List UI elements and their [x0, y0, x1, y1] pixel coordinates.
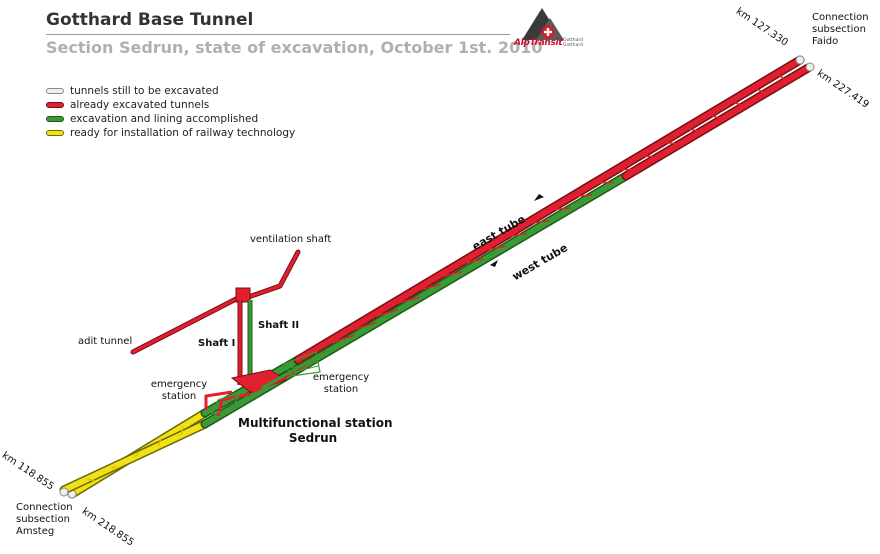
station-complex — [204, 348, 333, 417]
cross-passage — [731, 100, 744, 107]
legend-label: excavation and lining accomplished — [70, 113, 259, 125]
west-tube-arrow — [490, 260, 498, 267]
cross-passage — [389, 296, 420, 307]
west-tube-start-cap — [59, 487, 69, 497]
cross-passage — [571, 194, 593, 198]
legend-swatch-yellow — [46, 130, 64, 136]
west-tube-red-segment — [623, 65, 811, 179]
legend-item-to-excavate: tunnels still to be excavated — [46, 84, 295, 98]
cross-passage — [776, 73, 787, 82]
adit-tunnel — [130, 295, 241, 355]
logo-wordmark: AlpTransit — [514, 38, 563, 48]
alptransit-logo — [522, 8, 564, 40]
label-connection-faido: Connection subsection Faido — [812, 12, 869, 47]
legend-swatch-green — [46, 116, 64, 122]
cross-passage — [480, 245, 506, 252]
label-multifunctional-station: Multifunctional station Sedrun — [238, 416, 393, 445]
cross-passage — [617, 168, 636, 171]
cross-passage — [320, 334, 355, 348]
legend-label: tunnels still to be excavated — [70, 85, 219, 97]
west-tube-end-cap — [805, 62, 815, 72]
cross-passage — [753, 86, 766, 95]
west-tube-green-segment — [202, 173, 629, 427]
label-shaft-2: Shaft II — [258, 320, 300, 331]
east-tube-arrow — [534, 194, 544, 201]
cross-passage — [180, 426, 184, 436]
page-title: Gotthard Base Tunnel — [46, 10, 254, 30]
legend-swatch-grey — [46, 88, 64, 94]
shafts — [235, 287, 253, 385]
cross-passage — [87, 478, 95, 482]
cross-passage — [708, 113, 722, 120]
cross-passage — [366, 309, 398, 320]
cross-passages — [87, 73, 787, 482]
label-adit-tunnel: adit tunnel — [78, 336, 133, 347]
label-emergency-station-east: emergency station — [312, 372, 370, 395]
label-emergency-station-west: emergency station — [150, 379, 208, 402]
cross-passage — [134, 452, 139, 458]
cross-passage — [548, 207, 571, 211]
cross-passage — [640, 154, 657, 158]
legend-label: ready for installation of railway techno… — [70, 127, 296, 139]
cross-passage — [457, 258, 485, 266]
cross-passage — [662, 141, 679, 146]
logo-tagline: Gotthard Gotthard — [563, 38, 584, 48]
label-connection-amsteg: Connection subsection Amsteg — [16, 502, 73, 537]
cross-passage — [434, 270, 463, 279]
cross-passage — [110, 466, 117, 469]
legend-swatch-red — [46, 102, 64, 108]
page-subtitle: Section Sedrun, state of excavation, Oct… — [46, 38, 543, 57]
legend-label: already excavated tunnels — [70, 99, 210, 111]
legend-item-excavated: already excavated tunnels — [46, 98, 295, 112]
label-shaft-1: Shaft I — [198, 338, 236, 349]
cross-passage — [503, 232, 528, 239]
cross-passage — [411, 283, 442, 293]
cross-passage — [157, 439, 162, 447]
cross-passage — [685, 127, 701, 133]
label-ventilation-shaft: ventilation shaft — [250, 234, 332, 245]
shaft-head — [235, 287, 251, 303]
ventilation-shaft — [237, 249, 301, 303]
title-divider — [46, 34, 510, 35]
east-tube-end-cap — [795, 55, 805, 65]
cross-passage — [526, 219, 550, 225]
legend-item-lined: excavation and lining accomplished — [46, 112, 295, 126]
cross-passage — [343, 321, 377, 334]
legend-item-railway-ready: ready for installation of railway techno… — [46, 126, 295, 140]
legend: tunnels still to be excavated already ex… — [46, 84, 295, 140]
